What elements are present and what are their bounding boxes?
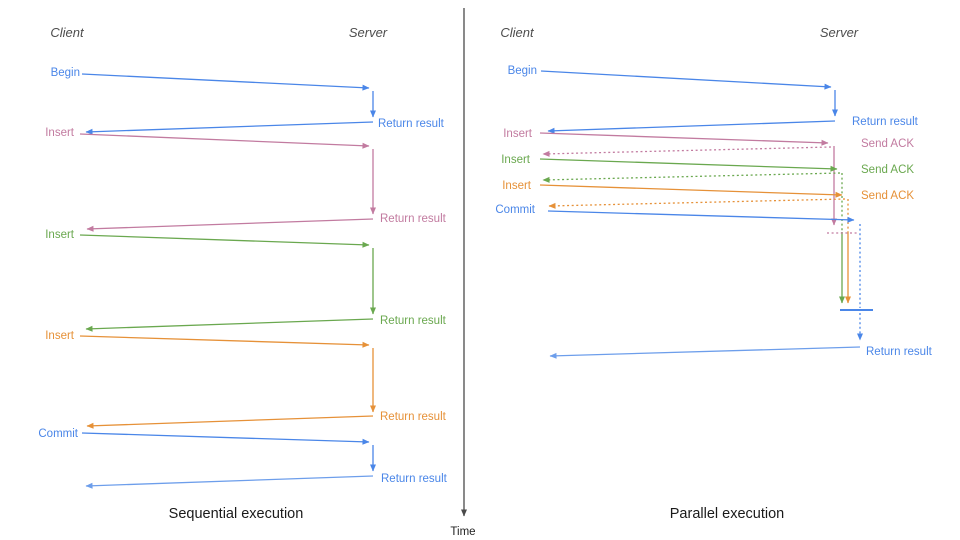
- insert3-ack-arrow: [548, 198, 846, 209]
- insert2-ack-arrow: [542, 172, 841, 183]
- response-label-insert-3: Return result: [380, 411, 447, 423]
- ack-label-insert-2: Send ACK: [861, 164, 914, 176]
- insert1-response-arrow: [86, 218, 374, 232]
- begin-response-arrow: [85, 121, 374, 135]
- insert1-request-arrow: [539, 132, 829, 146]
- begin-request-arrow: [540, 70, 832, 90]
- ack-label-insert-3: Send ACK: [861, 190, 914, 202]
- insert1-request-arrow: [79, 133, 370, 149]
- op-label-insert-1: Insert: [503, 128, 533, 140]
- response-label-insert-2: Return result: [380, 315, 447, 327]
- op-label-insert-1: Insert: [45, 127, 75, 139]
- insert3-response-arrow: [86, 415, 374, 429]
- response-label-insert-1: Return result: [380, 213, 447, 225]
- commit-request-arrow: [547, 210, 855, 223]
- op-label-commit: Commit: [495, 204, 535, 216]
- insert3-request-arrow: [79, 335, 370, 348]
- commit-request-arrow: [81, 432, 370, 445]
- op-label-commit: Commit: [38, 428, 78, 440]
- response-label-begin: Return result: [852, 116, 919, 128]
- ack-label-insert-1: Send ACK: [861, 138, 914, 150]
- begin-request-arrow: [81, 73, 370, 91]
- server-lifeline-header: Server: [820, 25, 859, 40]
- insert1-ack-arrow: [542, 146, 832, 157]
- insert3-request-arrow: [539, 184, 843, 198]
- commit-response-arrow: [85, 475, 374, 489]
- insert2-request-arrow: [79, 234, 370, 248]
- response-label-commit: Return result: [866, 346, 933, 358]
- op-label-insert-2: Insert: [501, 154, 531, 166]
- time-axis-label: Time: [450, 526, 475, 538]
- parallel-caption: Parallel execution: [670, 506, 784, 522]
- response-label-commit: Return result: [381, 473, 448, 485]
- sequential-caption: Sequential execution: [169, 506, 304, 522]
- commit-response-arrow: [549, 346, 861, 359]
- op-label-insert-2: Insert: [45, 229, 75, 241]
- insert2-request-arrow: [539, 158, 838, 172]
- op-label-insert-3: Insert: [502, 180, 532, 192]
- client-lifeline-header: Client: [50, 25, 85, 40]
- op-label-begin: Begin: [51, 67, 80, 79]
- op-label-begin: Begin: [508, 65, 537, 77]
- time-axis: Time: [450, 8, 476, 538]
- server-lifeline-header: Server: [349, 25, 388, 40]
- parallel-panel: Client Server Begin Return result Insert…: [495, 25, 932, 522]
- sequential-panel: Client Server Begin Return result Insert…: [38, 25, 447, 522]
- insert2-response-arrow: [85, 318, 374, 332]
- begin-response-arrow: [547, 120, 836, 134]
- op-label-insert-3: Insert: [45, 330, 75, 342]
- response-label-begin: Return result: [378, 118, 445, 130]
- client-lifeline-header: Client: [500, 25, 535, 40]
